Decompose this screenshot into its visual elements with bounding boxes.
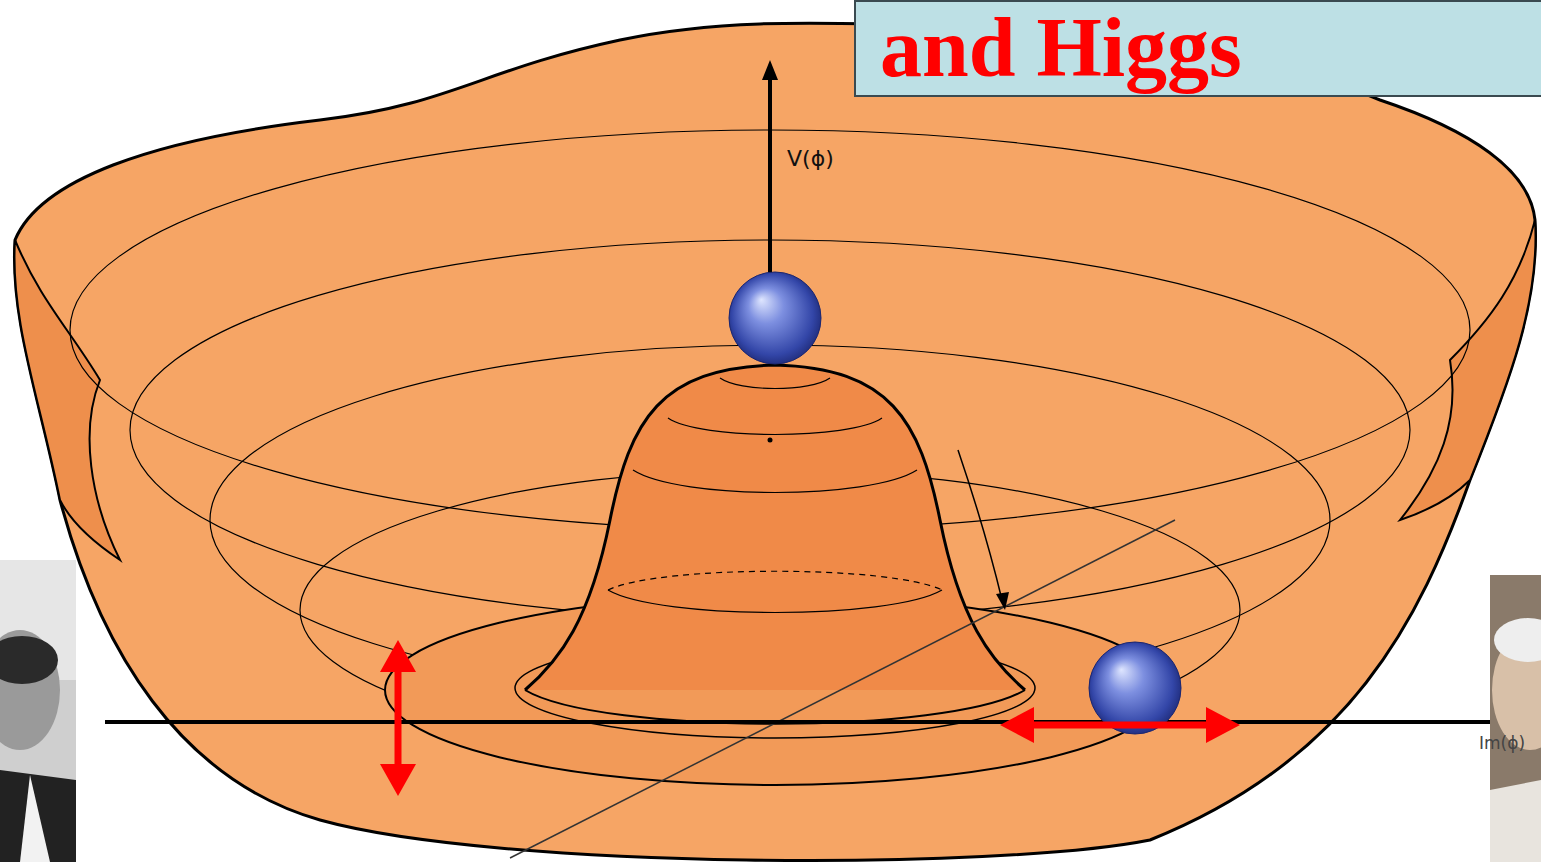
v-axis-arrowhead [762,60,778,80]
rolling-arrow [958,450,1002,600]
portrait-photo-right [1490,575,1541,862]
ball-unstable [729,272,821,364]
hump-contour [633,470,917,493]
hump-outline [525,365,1025,690]
slide-title: and Higgs [880,2,1242,94]
goldstone-mode-arrowhead [1000,707,1034,743]
higgs-mode-arrowhead [380,764,416,796]
hump-contour [668,418,882,435]
bowl-surface [14,23,1535,860]
portrait-photo-left [0,560,76,862]
goldstone-mode-arrow [1030,722,1210,729]
real-axis [510,520,1175,858]
bowl-rim-fold [1400,220,1536,520]
hump-base-line [525,690,1025,724]
ball-vacuum [1089,642,1181,734]
hump-contour [720,378,830,389]
axis-label: V(ϕ) [784,146,837,172]
bowl-rim-fold [14,240,120,560]
hump-contour [608,590,942,613]
hump-contour-back [608,571,942,590]
central-hump [525,365,1025,690]
title-panel [855,1,1541,96]
goldstone-mode-arrowhead [1206,707,1240,743]
rolling-arrowhead [996,592,1009,610]
im-axis [105,720,1541,724]
peak-dot [768,438,773,443]
axis-label: Im(ϕ) [1476,733,1528,754]
contour-line [210,345,1330,695]
higgs-mode-arrowhead [380,640,416,672]
higgs-mode-arrow [395,668,402,768]
